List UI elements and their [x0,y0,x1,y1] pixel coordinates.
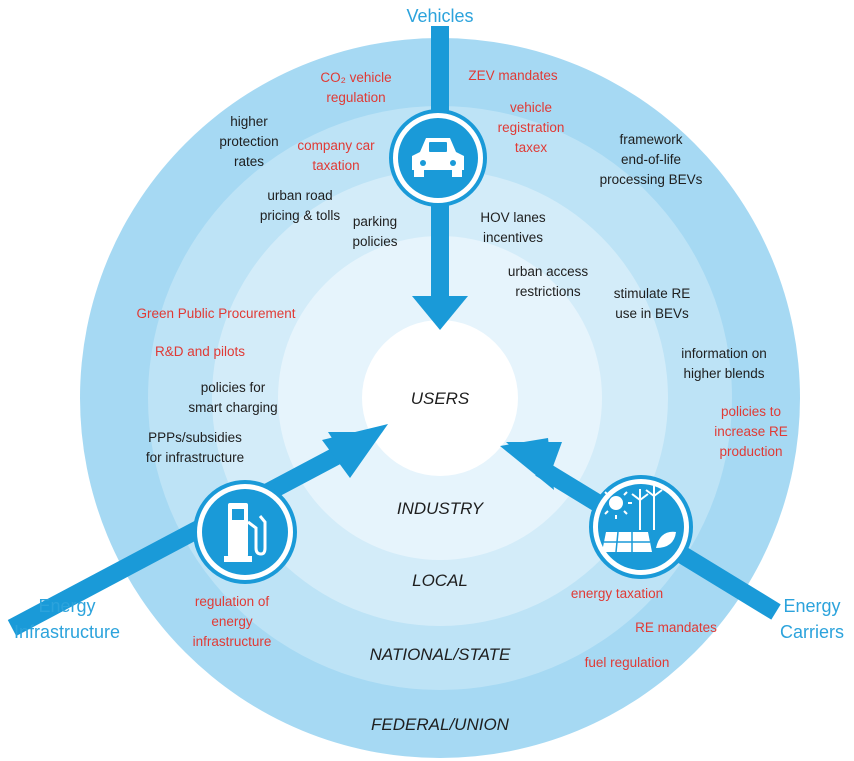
policy-smart-charging-1: policies for [201,380,266,395]
policy-framework-3: processing BEVs [600,172,703,187]
policy-urban-access-2: restrictions [515,284,581,299]
policy-hov-1: HOV lanes [480,210,546,225]
policy-parking-1: parking [353,214,397,229]
policy-protection-1: higher [230,114,268,129]
policy-framework-2: end-of-life [621,152,681,167]
policy-parking-2: policies [352,234,397,249]
policy-company-car-2: taxation [312,158,359,173]
policy-company-car-1: company car [297,138,375,153]
policy-protection-3: rates [234,154,264,169]
policy-regulation-infra-1: regulation of [195,594,270,609]
policy-ppps-1: PPPs/subsidies [148,430,242,445]
policy-hov-2: incentives [483,230,543,245]
policy-protection-2: protection [219,134,278,149]
corner-energy-carriers-1: Energy [783,596,840,616]
policy-increase-re-3: production [719,444,782,459]
policy-info-blends-1: information on [681,346,767,361]
ring-label-industry: INDUSTRY [397,499,485,518]
policy-co2-2: regulation [326,90,385,105]
corner-energy-infrastructure-2: Infrastructure [14,622,120,642]
policy-urban-access-1: urban access [508,264,589,279]
policy-info-blends-2: higher blends [683,366,764,381]
infrastructure-arrow [7,424,388,636]
fuel-pump-icon [193,480,297,584]
ring-label-national: NATIONAL/STATE [370,645,511,664]
policy-registration-1: vehicle [510,100,552,115]
policy-energy-taxation: energy taxation [571,586,663,601]
policy-re-mandates: RE mandates [635,620,717,635]
policy-road-pricing-2: pricing & tolls [260,208,341,223]
car-icon [389,109,487,207]
policy-smart-charging-2: smart charging [188,400,277,415]
ring-label-local: LOCAL [412,571,468,590]
policy-registration-3: taxex [515,140,548,155]
policy-stimulate-re-2: use in BEVs [615,306,689,321]
policy-co2-1: CO₂ vehicle [320,70,391,85]
corner-energy-carriers-2: Carriers [780,622,844,642]
renewable-energy-icon [589,475,693,579]
policy-road-pricing-1: urban road [267,188,332,203]
policy-increase-re-2: increase RE [714,424,788,439]
policy-regulation-infra-2: energy [211,614,253,629]
ring-label-users: USERS [411,389,470,408]
policy-zev: ZEV mandates [468,68,558,83]
ring-users [362,320,518,476]
policy-increase-re-1: policies to [721,404,781,419]
policy-framework-1: framework [619,132,682,147]
policy-stimulate-re-1: stimulate RE [614,286,691,301]
policy-ppps-2: for infrastructure [146,450,244,465]
policy-regulation-infra-3: infrastructure [193,634,272,649]
policy-fuel-regulation: fuel regulation [585,655,670,670]
corner-vehicles: Vehicles [406,6,473,26]
ring-label-federal: FEDERAL/UNION [371,715,510,734]
policy-rd-pilots: R&D and pilots [155,344,245,359]
policy-green-procurement: Green Public Procurement [136,306,295,321]
policy-registration-2: registration [498,120,565,135]
corner-energy-infrastructure-1: Energy [38,596,95,616]
